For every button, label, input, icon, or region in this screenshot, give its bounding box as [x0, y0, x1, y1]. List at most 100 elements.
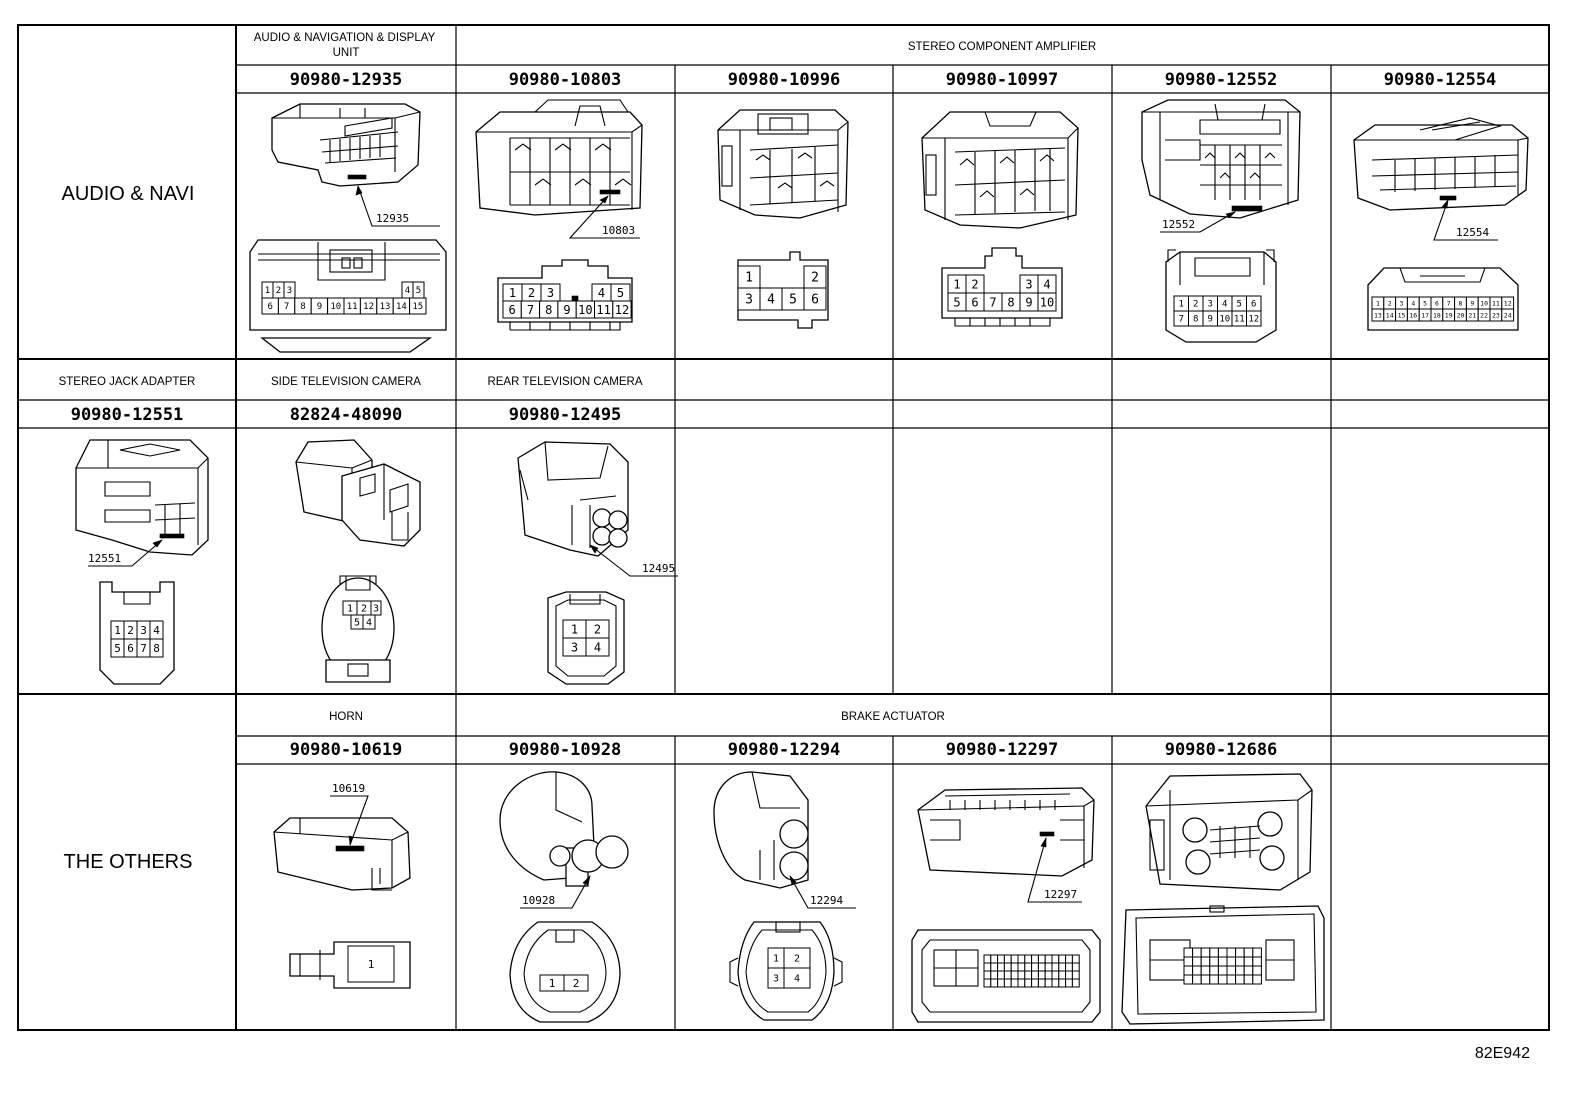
part-number: 90980-10996: [728, 70, 841, 90]
connector-name-line2: UNIT: [333, 47, 360, 59]
pin-cell: [1243, 956, 1254, 967]
part-number: 90980-12686: [1165, 740, 1278, 760]
connector-name: HORN: [329, 711, 363, 723]
pin-cell: [803, 287, 827, 311]
pin-number: 6: [971, 295, 978, 309]
pin-cell: [1065, 962, 1073, 972]
pin-cell: [983, 954, 992, 964]
pin-cell: [1065, 978, 1073, 988]
pin-number: 5: [354, 618, 360, 629]
pin-number: 8: [1459, 299, 1463, 307]
pin-cell: [783, 967, 811, 989]
pin-cell: [612, 300, 632, 319]
part-number: 90980-12294: [728, 740, 841, 760]
pin-cell: [1010, 954, 1019, 964]
pin-cell: [1037, 292, 1057, 312]
pin-cell: [1252, 947, 1262, 958]
pin-cell: [1031, 970, 1039, 980]
connector-name: SIDE TELEVISION CAMERA: [271, 376, 421, 388]
pin-number: 3: [547, 286, 554, 300]
connector-name-line1: AUDIO & NAVIGATION & DISPLAY: [254, 32, 436, 44]
pin-number: 6: [509, 303, 516, 317]
pin-number: 4: [153, 624, 160, 637]
pin-grid: [1183, 947, 1262, 985]
pin-cell: [563, 974, 589, 992]
pin-number: 7: [527, 303, 534, 317]
pin-cell: [1017, 978, 1026, 988]
pin-cell: [1037, 962, 1046, 972]
pin-cell: [1024, 970, 1033, 980]
pin-cell: [1217, 956, 1228, 967]
pin-cell: [1031, 962, 1039, 972]
pin-number: 24: [1504, 311, 1512, 319]
pin-number: 17: [1421, 311, 1429, 319]
pin-cell: [1200, 974, 1211, 985]
pin-number: 11: [596, 303, 610, 317]
pin-cell: [409, 297, 427, 315]
pin-cell: [990, 954, 999, 964]
pin-number: 9: [563, 303, 570, 317]
callout-label: 12294: [810, 894, 843, 907]
pin-number: 1: [571, 622, 578, 636]
pin-cell: [1065, 954, 1073, 964]
pin-cell: [1058, 970, 1067, 980]
pin-cell: [1235, 956, 1245, 967]
pin-cell: [983, 978, 992, 988]
pin-number: 2: [1388, 299, 1392, 307]
pin-cell: [1010, 962, 1019, 972]
pin-cell: [997, 970, 1005, 980]
callout-label: 12495: [642, 562, 675, 575]
pin-number: 13: [1374, 311, 1382, 319]
pin-cell: [990, 978, 999, 988]
pin-cell: [149, 638, 164, 658]
pin-number: 4: [594, 640, 601, 654]
connector-name: STEREO JACK ADAPTER: [59, 376, 196, 388]
pin-cell: [1183, 947, 1194, 958]
pin-cell: [1010, 970, 1019, 980]
pin-cell: [1058, 962, 1067, 972]
pin-number: 14: [1386, 311, 1394, 319]
pin-number: 8: [300, 302, 305, 312]
pin-number: 4: [405, 286, 410, 296]
pin-number: 5: [1237, 300, 1242, 310]
pin-cell: [1246, 310, 1262, 327]
pin-number: 1: [1376, 299, 1380, 307]
pin-cell: [1003, 962, 1012, 972]
pin-number: 6: [811, 293, 819, 308]
pin-number: 3: [773, 974, 779, 985]
pin-number: 1: [745, 271, 753, 286]
pin-cell: [1200, 947, 1211, 958]
pin-number: 10: [1219, 315, 1230, 325]
pin-number: 2: [127, 624, 134, 637]
pin-number: 5: [953, 295, 960, 309]
pin-number: 11: [347, 302, 358, 312]
grid-lines: [17, 24, 1550, 1031]
pin-number: 2: [276, 286, 281, 296]
pin-cell: [1044, 970, 1053, 980]
part-number: 82824-48090: [290, 405, 403, 425]
pin-number: 2: [1193, 300, 1198, 310]
pin-number: 6: [267, 302, 272, 312]
part-number: 90980-12551: [71, 405, 184, 425]
pin-number: 3: [140, 624, 147, 637]
pin-cell: [1235, 947, 1245, 958]
pin-number: 9: [1470, 299, 1474, 307]
pin-grid: 1: [347, 945, 395, 983]
part-number: 90980-12554: [1384, 70, 1497, 90]
pin-cell: [1226, 956, 1237, 967]
pin-number: 1: [953, 277, 960, 291]
group-title: BRAKE ACTUATOR: [841, 711, 945, 723]
pin-number: 1: [265, 286, 270, 296]
pin-cell: [1183, 965, 1194, 976]
pin-number: 15: [412, 302, 423, 312]
callout-label: 12935: [376, 212, 409, 225]
pin-number: 1: [549, 977, 556, 990]
pin-number: 5: [617, 286, 624, 300]
pin-number: 4: [366, 618, 372, 629]
